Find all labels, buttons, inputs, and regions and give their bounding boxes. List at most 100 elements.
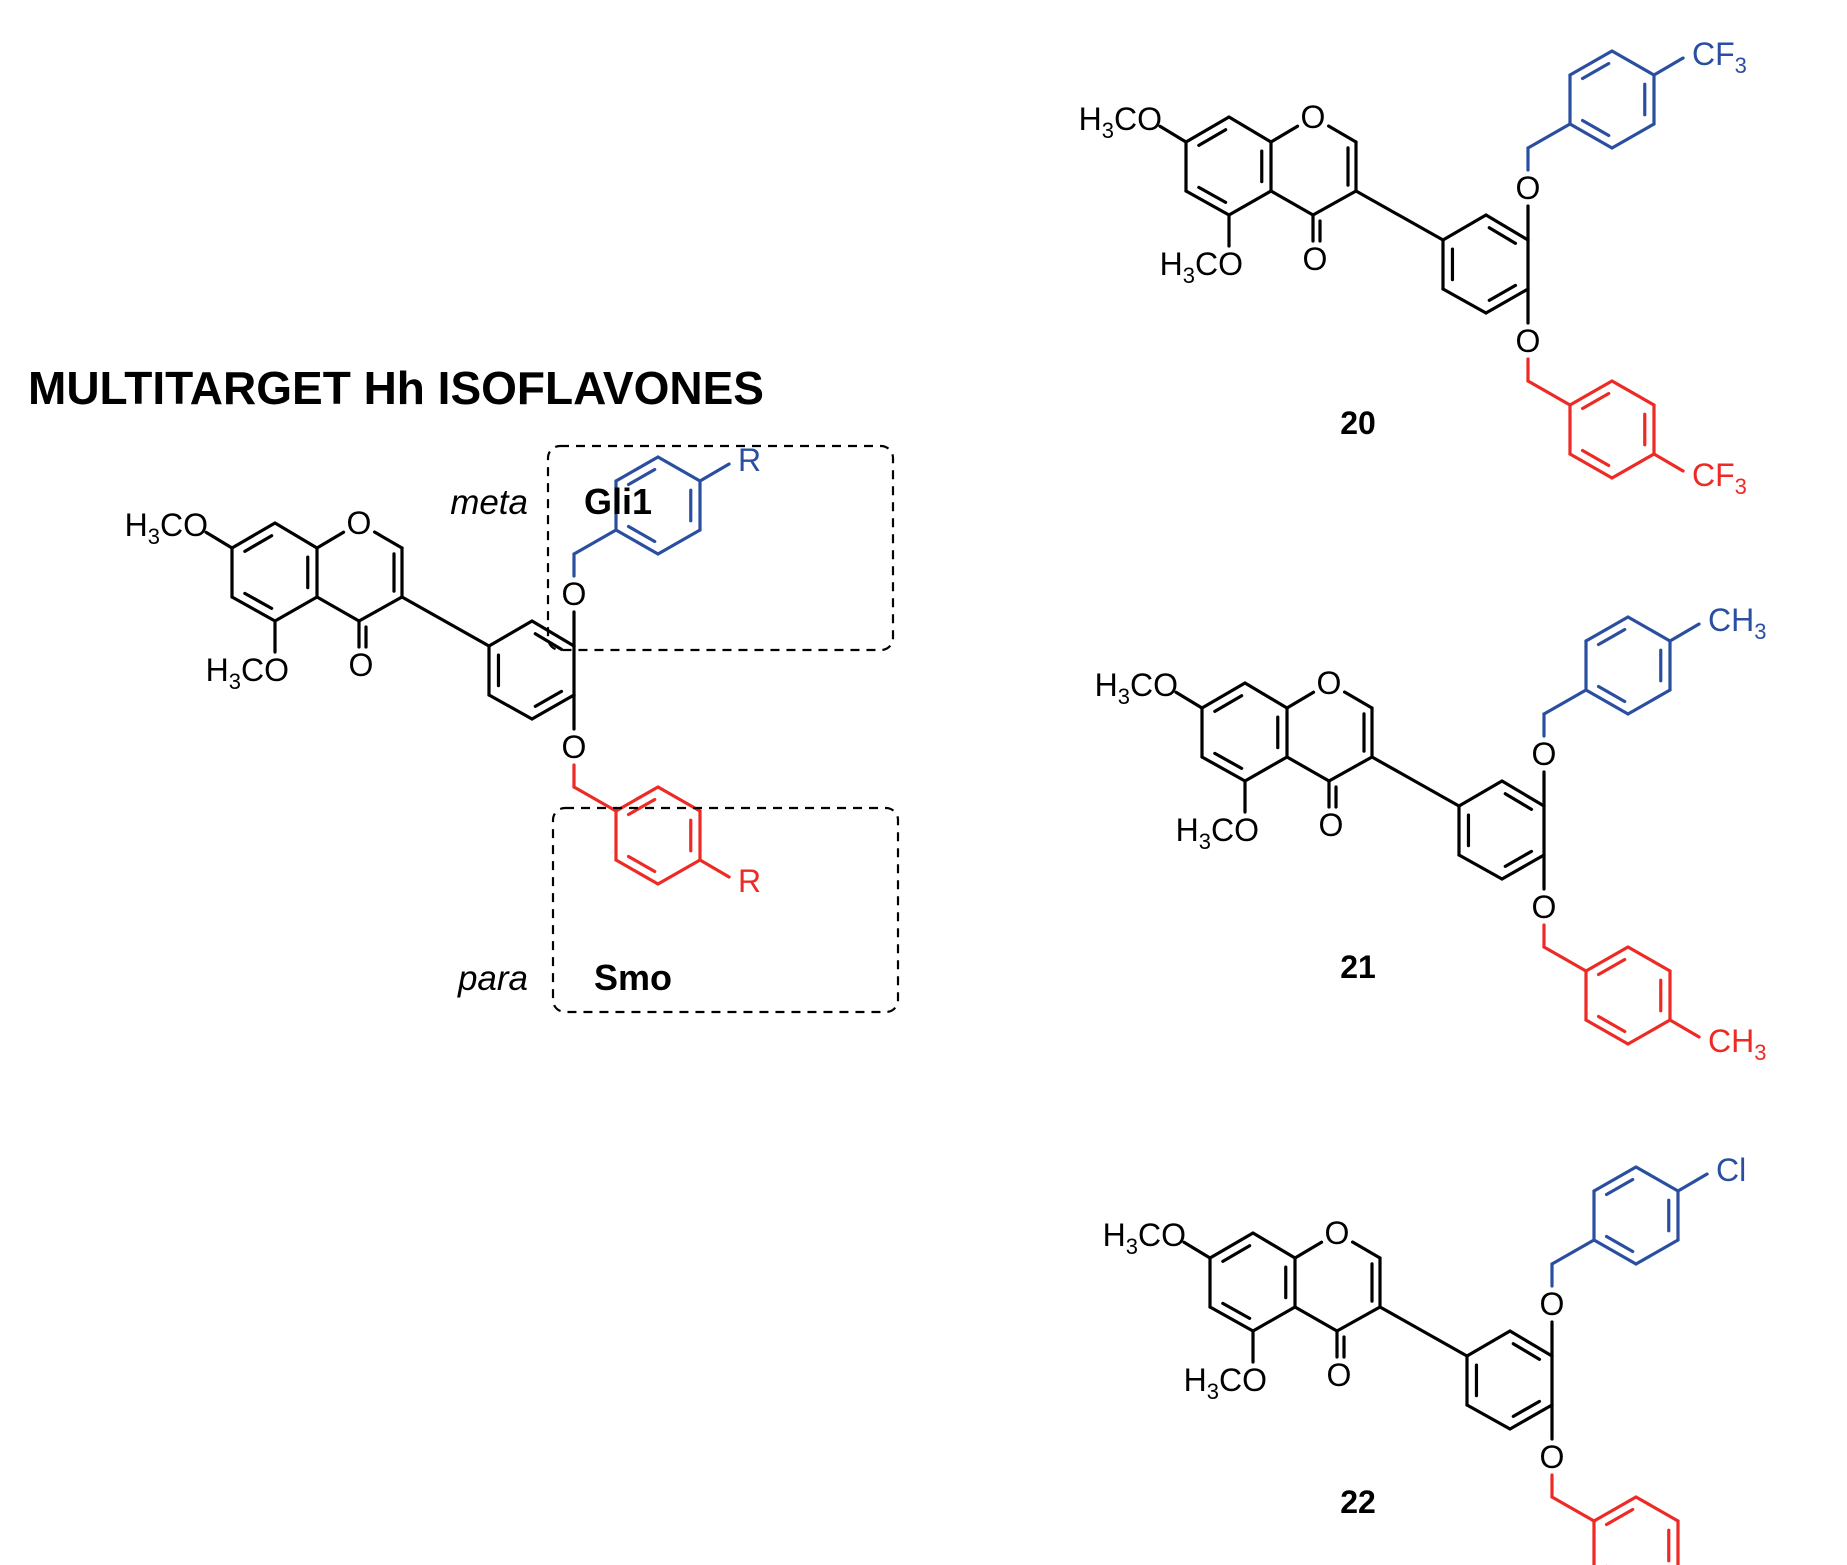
double-bond — [1197, 128, 1228, 147]
methoxy-7-label: H3CO — [1095, 667, 1178, 709]
para-substituent-20: CF3 — [1692, 457, 1747, 499]
double-bond — [626, 467, 657, 487]
compound-number: 22 — [1340, 1484, 1376, 1520]
ring-b-bond — [530, 619, 576, 648]
benzyl-ring-bond — [1626, 688, 1672, 716]
ring-a-bond — [1227, 115, 1273, 144]
ring-o-bond — [1350, 1240, 1382, 1260]
benzyl-ring-bond — [1610, 49, 1656, 77]
substituent-bond — [1668, 622, 1701, 643]
meta-substituent-22: Cl — [1716, 1152, 1746, 1188]
benzyl-ring-bond — [1592, 1495, 1638, 1523]
meta-oxygen: O — [1516, 170, 1541, 206]
double-bond — [1503, 792, 1534, 811]
ring-o-bond — [1342, 690, 1374, 710]
benzyl-ring-bond — [1610, 379, 1656, 407]
benzyl-ring-bond — [1610, 452, 1656, 480]
ring-b-bond — [487, 693, 534, 721]
methoxy-7-label: H3CO — [1103, 1217, 1186, 1259]
ring-c-bond — [1293, 1305, 1339, 1333]
para-oxygen: O — [1540, 1439, 1565, 1475]
ring-o-bond — [372, 530, 404, 550]
methoxy-5-label: H3CO — [206, 652, 289, 694]
para-oxygen: O — [562, 729, 587, 765]
molecule-layer: OOH3COH3COOORRmetaparaGli1SmoOOH3COH3COO… — [125, 36, 1767, 1565]
ring-c-bond — [1285, 755, 1331, 783]
double-bond — [1596, 1014, 1627, 1034]
meta-substituent-r: R — [738, 442, 761, 478]
ring-o-bond — [1269, 124, 1300, 144]
double-bond — [1511, 1342, 1542, 1361]
benzyl-ring-bond — [1568, 122, 1614, 150]
carbonyl-oxygen: O — [349, 647, 374, 683]
double-bond — [1596, 627, 1627, 647]
benzyl-ring-bond — [1626, 945, 1672, 973]
double-bond — [1580, 118, 1611, 138]
ring-b-bond — [1508, 1403, 1554, 1431]
benzyl-ring-bond — [1584, 688, 1630, 716]
meta-position-label: meta — [450, 483, 528, 522]
ring-a-bond — [1208, 1231, 1255, 1260]
para-substituent-21: CH3 — [1708, 1023, 1766, 1065]
benzyl-ring-bond — [1610, 122, 1656, 150]
benzyl-ring-bond — [1568, 49, 1614, 77]
double-bond — [243, 534, 274, 553]
para-target-box — [551, 806, 900, 1014]
ring-a-bond — [230, 595, 277, 623]
ring-a-bond — [1184, 115, 1231, 144]
figure-title: MULTITARGET Hh ISOFLAVONES — [28, 362, 764, 414]
benzyl-ring-bond — [614, 858, 660, 886]
ring-a-bond — [1243, 755, 1289, 783]
benzyl-ring-bond — [614, 528, 660, 556]
benzyl-ring-bond — [1634, 1238, 1680, 1266]
ring-o-bond — [1285, 690, 1316, 710]
methoxy-5-label: H3CO — [1184, 1362, 1267, 1404]
double-bond — [1221, 1301, 1252, 1320]
benzyl-ring-bond — [1592, 1165, 1638, 1193]
benzyl-ring-bond — [614, 785, 660, 813]
double-bond — [1221, 1244, 1252, 1263]
ring-a-bond — [1251, 1231, 1297, 1260]
carbonyl-oxygen: O — [1319, 807, 1344, 843]
ring-b-bond — [1465, 1403, 1512, 1431]
ring-a-bond — [1243, 681, 1289, 710]
para-oxygen: O — [1532, 889, 1557, 925]
ring-b-bond — [1441, 287, 1488, 315]
ring-a-bond — [273, 595, 319, 623]
aryl-link-bond — [1354, 189, 1445, 242]
benzyl-ring-bond — [1634, 1165, 1680, 1193]
ring-b-bond — [1465, 1329, 1512, 1358]
ring-c-bond — [1327, 755, 1374, 783]
benzyl-ring-bond — [1592, 1238, 1638, 1266]
double-bond — [1604, 1234, 1635, 1254]
ring-c-bond — [1335, 1305, 1382, 1333]
double-bond — [1580, 61, 1611, 81]
carbonyl-oxygen: O — [1303, 241, 1328, 277]
benzyl-ring-bond — [1584, 1018, 1630, 1046]
benzyl-ch2-ring-bond — [1542, 688, 1588, 716]
ring-b-bond — [1500, 853, 1546, 881]
meta-oxygen: O — [1532, 736, 1557, 772]
ring-a-bond — [1200, 681, 1247, 710]
double-bond — [243, 591, 274, 610]
ring-a-bond — [230, 521, 277, 550]
meta-substituent-21: CH3 — [1708, 602, 1766, 644]
ring-oxygen: O — [1301, 99, 1326, 135]
ring-b-bond — [1457, 779, 1504, 808]
meta-oxygen: O — [562, 576, 587, 612]
ring-a-bond — [1227, 189, 1273, 217]
ring-oxygen: O — [1325, 1215, 1350, 1251]
double-bond — [1604, 1507, 1635, 1527]
methoxy-5-label: H3CO — [1160, 246, 1243, 288]
compound-number: 21 — [1340, 949, 1376, 985]
para-substituent-r: R — [738, 863, 761, 899]
ring-b-bond — [1484, 213, 1530, 242]
double-bond — [626, 524, 657, 544]
benzyl-ring-bond — [614, 455, 660, 483]
aryl-link-bond — [1378, 1305, 1469, 1358]
ring-b-bond — [487, 619, 534, 648]
double-bond — [1213, 751, 1244, 770]
